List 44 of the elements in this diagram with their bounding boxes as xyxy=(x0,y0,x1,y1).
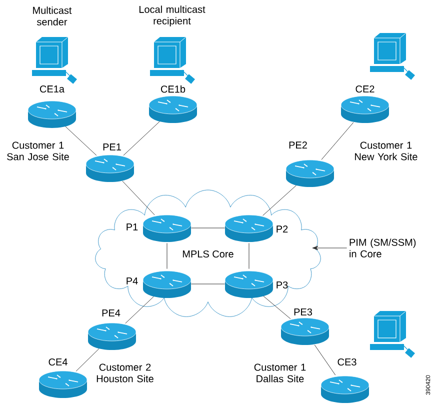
router: CE2 xyxy=(340,85,390,123)
computer-icon xyxy=(370,310,415,358)
router: P3 xyxy=(224,270,288,298)
link-line xyxy=(166,242,168,270)
node-label: CE2 xyxy=(356,85,374,93)
node-label: P1 xyxy=(126,224,138,230)
router: P2 xyxy=(224,214,288,242)
node-label: CE1a xyxy=(40,85,65,93)
link-line xyxy=(314,344,336,376)
link-line xyxy=(248,242,250,270)
link-line xyxy=(263,296,291,320)
link-line xyxy=(123,121,160,156)
link-line xyxy=(262,185,296,216)
router: PE2 xyxy=(286,142,334,187)
site-label: Customer 1 San Jose Site xyxy=(7,142,69,160)
node-label: CE1b xyxy=(160,85,186,93)
site-label: Customer 2 Houston Site xyxy=(96,364,154,382)
node-label: CE3 xyxy=(338,358,356,366)
link-line xyxy=(122,180,155,216)
router: CE1b xyxy=(148,85,198,123)
node-label: PE2 xyxy=(289,142,307,148)
node-label: P4 xyxy=(126,278,138,284)
arrow xyxy=(312,246,348,250)
site-label: Customer 1 New York Site xyxy=(355,142,418,160)
site-label: Customer 1 Dallas Site xyxy=(254,364,306,382)
router: P4 xyxy=(126,270,192,298)
router: CE3 xyxy=(320,358,370,403)
node-label: Local multicast recipient xyxy=(139,6,206,26)
node-label: P2 xyxy=(276,226,288,232)
annotation: PIM (SM/SSM) in Core xyxy=(350,238,416,258)
node-label: P3 xyxy=(276,281,288,289)
router: PE1 xyxy=(86,144,134,182)
node-label: PE4 xyxy=(102,310,120,316)
node-label: CE4 xyxy=(48,358,68,366)
router: CE4 xyxy=(38,358,88,398)
node-label: PE1 xyxy=(103,144,121,150)
link-line xyxy=(65,126,97,156)
router: P1 xyxy=(126,214,192,242)
computer-icon xyxy=(370,32,415,80)
node-label: PE3 xyxy=(294,308,312,316)
link-line xyxy=(321,122,354,160)
link-line xyxy=(76,348,100,372)
node-label: Multicast sender xyxy=(33,6,72,26)
router: CE1a xyxy=(28,85,76,128)
